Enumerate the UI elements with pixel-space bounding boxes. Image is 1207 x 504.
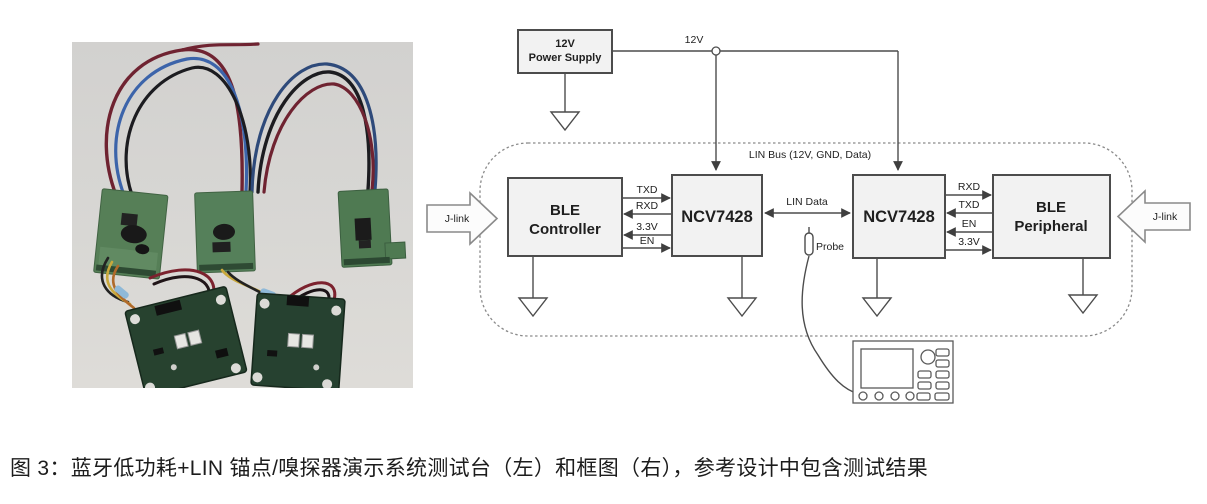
svg-text:J-link: J-link	[445, 213, 470, 225]
svg-text:TXD: TXD	[637, 184, 658, 196]
lin-bus-dashed-boundary	[479, 142, 1133, 337]
devboard-2	[250, 292, 346, 388]
rail-junction-node	[711, 46, 721, 56]
ncv7428-left-block: NCV7428	[671, 174, 763, 257]
ground-ncv-left	[726, 256, 758, 318]
jlink-arrow-right: J-link	[1116, 189, 1191, 244]
oscilloscope-input-1	[858, 391, 868, 401]
svg-text:TXD: TXD	[959, 199, 980, 211]
svg-text:NCV7428: NCV7428	[863, 208, 935, 226]
perfboard-2	[194, 190, 256, 274]
svg-text:12V: 12V	[555, 38, 575, 50]
signals-right: RXD TXD EN 3.3V	[945, 181, 993, 255]
svg-text:RXD: RXD	[958, 181, 981, 193]
power-rail-wires: 12V	[612, 34, 903, 171]
oscilloscope-input-4	[905, 391, 915, 401]
ground-power-supply	[549, 73, 581, 132]
ground-ble-peripheral	[1067, 258, 1099, 315]
svg-text:EN: EN	[640, 235, 655, 247]
svg-text:Controller: Controller	[529, 221, 601, 238]
devboard-1	[124, 286, 248, 388]
power-supply-block: 12V Power Supply	[517, 29, 613, 74]
oscilloscope-screen	[860, 348, 914, 389]
jlink-arrow-left: J-link	[426, 191, 499, 246]
oscilloscope-input-2	[874, 391, 884, 401]
block-diagram: LIN Bus (12V, GND, Data) 12V Power Suppl…	[426, 29, 1191, 404]
svg-text:EN: EN	[962, 218, 977, 230]
ground-ble-controller	[517, 256, 549, 318]
ncv7428-right-block: NCV7428	[852, 174, 946, 259]
svg-text:LIN Data: LIN Data	[786, 196, 828, 208]
testbench-photo	[72, 42, 413, 388]
probe-cable	[801, 255, 860, 395]
svg-text:Power Supply: Power Supply	[529, 52, 603, 64]
svg-text:J-link: J-link	[1153, 211, 1178, 223]
lin-bus-label: LIN Bus (12V, GND, Data)	[749, 149, 871, 161]
svg-text:BLE: BLE	[1036, 199, 1066, 216]
svg-text:NCV7428: NCV7428	[681, 208, 753, 226]
wire-loops	[104, 42, 378, 197]
ble-peripheral-block: BLE Peripheral	[992, 174, 1111, 259]
oscilloscope-knob	[920, 349, 936, 365]
perfboard-1	[93, 188, 169, 280]
lin-data-bus: LIN Data	[764, 196, 851, 218]
figure-caption: 图 3：蓝牙低功耗+LIN 锚点/嗅探器演示系统测试台（左）和框图（右），参考设…	[10, 457, 929, 480]
ble-controller-block: BLE Controller	[507, 177, 623, 257]
rail-12v-label: 12V	[685, 34, 704, 46]
svg-text:BLE: BLE	[550, 202, 580, 219]
svg-text:Probe: Probe	[816, 241, 844, 253]
perfboard-3	[337, 188, 407, 268]
probe: Probe	[801, 227, 860, 395]
signals-left: TXD RXD 3.3V EN	[622, 184, 672, 253]
ground-ncv-right	[861, 258, 893, 318]
svg-text:3.3V: 3.3V	[636, 221, 658, 233]
svg-text:Peripheral: Peripheral	[1014, 218, 1087, 235]
svg-text:RXD: RXD	[636, 200, 659, 212]
svg-text:3.3V: 3.3V	[958, 236, 980, 248]
oscilloscope	[852, 340, 954, 404]
oscilloscope-input-3	[890, 391, 900, 401]
